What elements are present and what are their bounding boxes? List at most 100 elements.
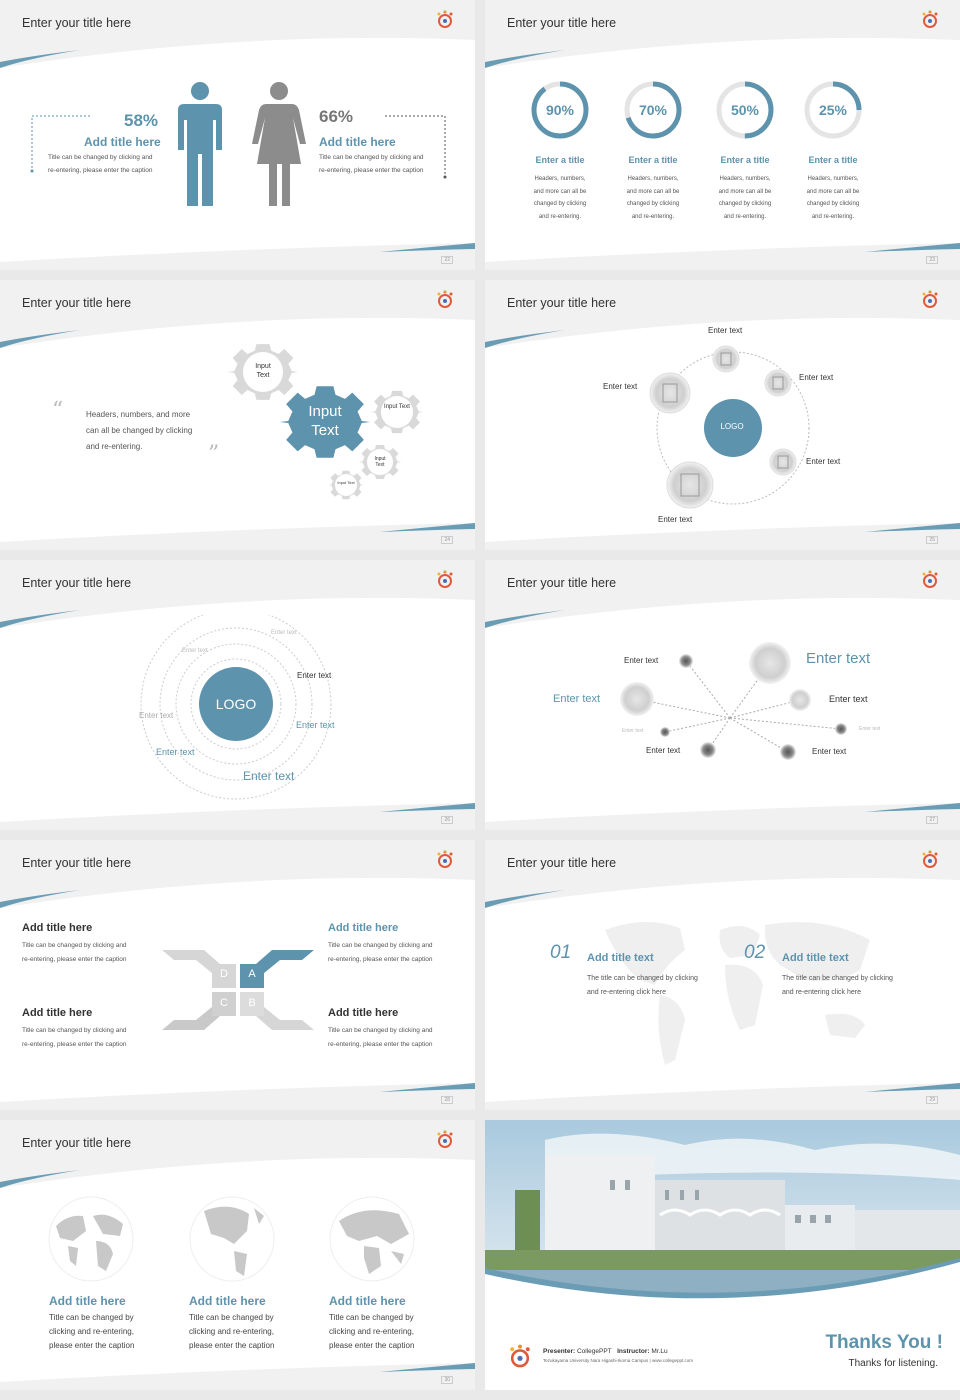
page-number: 29 [926, 1096, 938, 1104]
slide-title: Enter your title here [507, 16, 617, 30]
progress-ring-item: 50% Enter a title Headers, numbers,and m… [710, 78, 780, 223]
gear-label: Input Text [337, 480, 355, 485]
ring-percentage: 70% [638, 102, 668, 118]
gear-icon [227, 344, 299, 400]
item-number: 02 [744, 942, 766, 963]
orbit-diagram [649, 345, 810, 509]
brand-logo-icon [437, 850, 453, 868]
progress-ring [531, 81, 589, 139]
slide-23[interactable]: Enter your title here 90% Enter a title … [485, 0, 960, 270]
center-logo: LOGO [215, 696, 257, 712]
item-text: The title can be changed by clicking [587, 975, 698, 982]
ring-title: Enter a title [808, 155, 858, 165]
item-title: Add title text [587, 952, 654, 964]
close-quote-icon: ” [208, 442, 220, 467]
item-text: The title can be changed by clicking [782, 975, 893, 982]
progress-ring-item: 25% Enter a title Headers, numbers,and m… [798, 78, 868, 223]
connector-lines [30, 115, 447, 179]
item-text: re-entering, please enter the caption [22, 956, 127, 963]
ring-text: Headers, numbers,and more can all be cha… [626, 176, 680, 220]
node-label: Enter text [646, 746, 681, 755]
main-gear-label: Input Text [308, 403, 342, 439]
page-number: 26 [441, 816, 453, 824]
network-diagram [620, 642, 847, 760]
slide-24[interactable]: Enter your title here “ Headers, numbers… [0, 280, 475, 550]
page-number: 27 [926, 816, 938, 824]
node-label: Enter text [812, 747, 847, 756]
building-icon [649, 372, 691, 414]
ring-label: Enter text [243, 769, 295, 783]
building-icon [666, 461, 714, 509]
right-text-1: Title can be changed by clicking and [319, 154, 424, 161]
presenter-line: Presenter: CollegePPT Instructor: Mr.Lu [543, 1348, 668, 1355]
item-text: re-entering, please enter the caption [328, 956, 433, 963]
wave-overlay [485, 1258, 960, 1390]
ring-label: Enter text [271, 630, 297, 636]
x-arrows-diagram [162, 950, 314, 1030]
page-number: 23 [926, 256, 938, 264]
slide-22[interactable]: Enter your title here 58% Add title here… [0, 0, 475, 270]
ring-text: Headers, numbers,and more can all be cha… [533, 176, 587, 220]
node-label: Enter text [622, 728, 644, 734]
quadrant-letter: B [248, 997, 256, 1009]
page-number: 25 [926, 536, 938, 544]
page-number: 24 [441, 536, 453, 544]
node-label: Enter text [624, 656, 659, 665]
slide-25[interactable]: Enter your title here LOGO Enter text En… [485, 280, 960, 550]
left-title: Add title here [84, 135, 161, 149]
building-icon [769, 448, 797, 476]
brand-logo-icon [922, 290, 938, 308]
page-number: 28 [441, 1096, 453, 1104]
right-percentage: 66% [319, 107, 354, 126]
left-text-2: re-entering, please enter the caption [48, 167, 153, 174]
ring-title: Enter a title [535, 155, 585, 165]
gear-label: Input Text [374, 456, 386, 468]
slide-title: Enter your title here [22, 296, 132, 310]
slide-26[interactable]: Enter your title here LOGO Enter text En… [0, 560, 475, 830]
gear-icon [358, 445, 402, 479]
item-title: Add title here [328, 1007, 399, 1019]
concentric-diagram [140, 615, 332, 800]
center-logo: LOGO [720, 422, 744, 431]
item-text: Title can be changed by clicking and [328, 942, 433, 949]
item-title: Add title here [22, 922, 93, 934]
ring-title: Enter a title [628, 155, 678, 165]
brand-logo-icon [437, 570, 453, 588]
item-text: Title can be changed by clicking and [22, 942, 127, 949]
item-text: Title can be changed by clicking and [328, 1027, 433, 1034]
open-quote-icon: “ [52, 398, 64, 423]
thanks-subtitle: Thanks for listening. [848, 1358, 939, 1369]
slide-title: Enter your title here [507, 856, 617, 870]
left-text-1: Title can be changed by clicking and [48, 154, 153, 161]
thanks-heading: Thanks You ! [825, 1332, 943, 1353]
globe-icon [48, 1196, 134, 1282]
slide-27[interactable]: Enter your title here Enter text Enter t… [485, 560, 960, 830]
quadrant-letter: A [248, 968, 256, 980]
slide-title: Enter your title here [507, 296, 617, 310]
progress-ring [716, 81, 774, 139]
slide-30[interactable]: Enter your title here Add title here Tit… [0, 1120, 475, 1390]
thanks-slide[interactable]: Presenter: CollegePPT Instructor: Mr.Lu … [485, 1120, 960, 1390]
brand-logo-icon [510, 1344, 530, 1368]
progress-ring [624, 81, 682, 139]
slide-29[interactable]: Enter your title here 01 Add title text … [485, 840, 960, 1110]
brand-logo-icon [437, 1130, 453, 1148]
globe-title: Add title here [329, 1294, 406, 1308]
ring-label: Enter text [296, 720, 335, 730]
orbit-label: Enter text [799, 373, 834, 382]
ring-label: Enter text [139, 711, 174, 720]
globe-icon [329, 1196, 415, 1282]
item-title: Add title here [22, 1007, 93, 1019]
ring-label: Enter text [297, 671, 332, 680]
slide-title: Enter your title here [22, 1136, 132, 1150]
slide-28[interactable]: Enter your title here Add title here Tit… [0, 840, 475, 1110]
node-label: Enter text [829, 694, 868, 704]
female-figure-icon [252, 82, 306, 206]
slide-title: Enter your title here [22, 16, 132, 30]
progress-ring-item: 70% Enter a title Headers, numbers,and m… [618, 78, 688, 223]
